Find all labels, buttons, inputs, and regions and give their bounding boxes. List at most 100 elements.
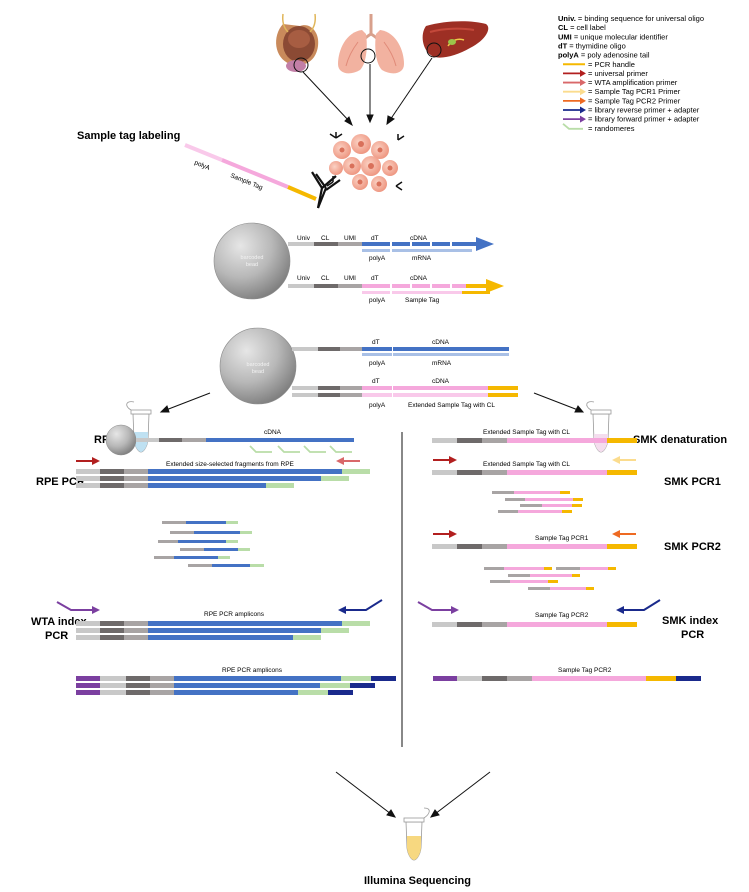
legend-text: dT = thymidine oligo bbox=[558, 41, 626, 50]
wta-index-pcr-fragments: RPE PCR amplicons bbox=[56, 599, 383, 640]
primer-arrow-icon bbox=[563, 106, 586, 114]
bead-label-line1: barcoded bbox=[247, 362, 270, 368]
legend-item: = library reverse primer + adapter bbox=[563, 106, 700, 115]
step-label-smk-pcr1: SMK PCR1 bbox=[664, 476, 721, 488]
bead2-strand-cdna: dT cDNA polyA mRNA bbox=[292, 339, 509, 367]
polyA-label: polyA bbox=[369, 255, 386, 262]
primer-arrow-icon bbox=[563, 69, 586, 77]
tube-yellow-icon bbox=[403, 807, 430, 861]
legend-item: = Sample Tag PCR1 Primer bbox=[563, 87, 681, 96]
dt-label: dT bbox=[372, 378, 380, 385]
cl-label: CL bbox=[321, 235, 330, 242]
legend-text: = Sample Tag PCR1 Primer bbox=[588, 87, 681, 96]
univ-label: Univ bbox=[297, 235, 311, 242]
mrna-label: mRNA bbox=[412, 255, 432, 262]
legend-item: = WTA amplification primer bbox=[563, 78, 678, 87]
legend-text: Univ. = binding sequence for universal o… bbox=[558, 14, 704, 23]
sample-tag-label: Sample Tag bbox=[405, 297, 440, 304]
univ-label: Univ bbox=[297, 275, 311, 282]
legend-text: UMI = unique molecular identifier bbox=[558, 32, 668, 41]
step-label-rpe-pcr: RPE PCR bbox=[36, 476, 85, 488]
primer-arrow-icon bbox=[563, 115, 586, 123]
legend-item: = randomeres bbox=[562, 123, 635, 133]
legend-item: = library forward primer + adapter bbox=[563, 115, 700, 124]
extended-sample-tag-label: Extended Sample Tag with CL bbox=[408, 402, 495, 409]
rpe-pcr-fragments: Extended size-selected fragments from RP… bbox=[76, 457, 370, 488]
lungs-icon bbox=[338, 14, 404, 74]
primer-arrow-icon bbox=[563, 88, 586, 96]
cell-cluster bbox=[326, 132, 405, 192]
legend-item: = universal primer bbox=[563, 69, 648, 78]
polyA-label: polyA bbox=[369, 297, 386, 304]
bead-label-line2: bead bbox=[246, 262, 258, 268]
polyA-label: polyA bbox=[369, 360, 386, 367]
bead1-strand-mrna: Univ CL UMI dT cDNA polyA mRNA bbox=[288, 235, 494, 262]
bladder-icon bbox=[276, 13, 319, 73]
final-amplicon-label: RPE PCR amplicons bbox=[222, 667, 283, 674]
smk-pcr1-products bbox=[492, 491, 583, 513]
step-label-illumina-sequencing: Illumina Sequencing bbox=[364, 875, 471, 887]
tube-pink-icon bbox=[586, 401, 612, 453]
bead1-strand-sample-tag: Univ CL UMI dT cDNA polyA Sample Tag bbox=[288, 275, 504, 304]
dt-label: dT bbox=[372, 339, 380, 346]
smk-pcr2-strand: Sample Tag PCR1 bbox=[432, 530, 637, 549]
smk-index-pcr-strand: Sample Tag PCR2 bbox=[417, 599, 661, 627]
smk-final-amplicon: Sample Tag PCR2 bbox=[433, 667, 701, 681]
smk-pcr2-products bbox=[484, 567, 616, 590]
legend-item: = PCR handle bbox=[563, 60, 635, 69]
polyA-label: polyA bbox=[193, 159, 211, 172]
legend-item: dT = thymidine oligo bbox=[558, 41, 626, 50]
final-arrows bbox=[335, 771, 491, 818]
extended-sample-tag-label: Extended Sample Tag with CL bbox=[483, 429, 570, 436]
cdna-label: cDNA bbox=[432, 378, 450, 385]
legend-item: Univ. = binding sequence for universal o… bbox=[558, 14, 704, 23]
step-label-wta-index-pcr-line2: PCR bbox=[45, 630, 68, 642]
step-label-smk-pcr2: SMK PCR2 bbox=[664, 541, 721, 553]
smk-denaturation-strand: Extended Sample Tag with CL bbox=[432, 429, 637, 443]
cl-label: CL bbox=[321, 275, 330, 282]
cdna-label: cDNA bbox=[410, 235, 428, 242]
dt-label: dT bbox=[371, 275, 379, 282]
barcoded-bead-2: barcoded bead bbox=[219, 327, 297, 405]
dt-label: dT bbox=[371, 235, 379, 242]
legend-text: = WTA amplification primer bbox=[588, 78, 678, 87]
bead-label-line2: bead bbox=[252, 369, 264, 375]
legend-text: = universal primer bbox=[588, 69, 648, 78]
legend-text: = PCR handle bbox=[588, 60, 635, 69]
sample-tag-oligo: polyA Sample Tag bbox=[184, 143, 317, 201]
legend-item: UMI = unique molecular identifier bbox=[558, 32, 668, 41]
step-label-sample-tag-labeling: Sample tag labeling bbox=[77, 130, 180, 142]
legend-text: = library forward primer + adapter bbox=[588, 115, 700, 124]
sample-tag-pcr2-label: Sample Tag PCR2 bbox=[558, 667, 612, 674]
step-label-smk-denaturation: SMK denaturation bbox=[633, 434, 727, 446]
cdna-label: cDNA bbox=[432, 339, 450, 346]
legend: Univ. = binding sequence for universal o… bbox=[558, 14, 704, 133]
umi-label: UMI bbox=[344, 235, 356, 242]
step-label-wta-index-pcr: WTA index bbox=[31, 616, 87, 628]
legend-text: polyA = poly adenosine tail bbox=[558, 51, 650, 60]
liver-icon bbox=[422, 21, 489, 58]
split-arrows bbox=[159, 392, 585, 413]
sample-tag-pcr2-label: Sample Tag PCR2 bbox=[535, 612, 589, 619]
legend-text: = library reverse primer + adapter bbox=[588, 106, 700, 115]
step-label-smk-index-pcr-line2: PCR bbox=[681, 629, 704, 641]
rpe-pcr-fragment-label: Extended size-selected fragments from RP… bbox=[166, 461, 295, 468]
mrna-label: mRNA bbox=[432, 360, 452, 367]
step-label-smk-index-pcr: SMK index bbox=[662, 615, 719, 627]
smk-pcr1-strand: Extended Sample Tag with CL bbox=[432, 456, 637, 475]
wta-amplicon-label: RPE PCR amplicons bbox=[204, 611, 265, 618]
extended-sample-tag-label: Extended Sample Tag with CL bbox=[483, 461, 570, 468]
umi-label: UMI bbox=[344, 275, 356, 282]
randomer-icon bbox=[562, 123, 583, 130]
cdna-label: cDNA bbox=[410, 275, 428, 282]
rpe-pcr-products bbox=[154, 521, 264, 567]
bead2-strand-sample-tag: dT cDNA polyA Extended Sample Tag with C… bbox=[292, 378, 518, 409]
rpe-bead-strand: cDNA bbox=[105, 424, 354, 456]
legend-text: CL = cell label bbox=[558, 23, 606, 32]
legend-text: = randomeres bbox=[588, 124, 635, 133]
primer-arrow-icon bbox=[563, 97, 586, 105]
organ-arrows bbox=[302, 57, 433, 127]
legend-item: polyA = poly adenosine tail bbox=[558, 51, 650, 60]
antibody-icon bbox=[311, 171, 341, 209]
